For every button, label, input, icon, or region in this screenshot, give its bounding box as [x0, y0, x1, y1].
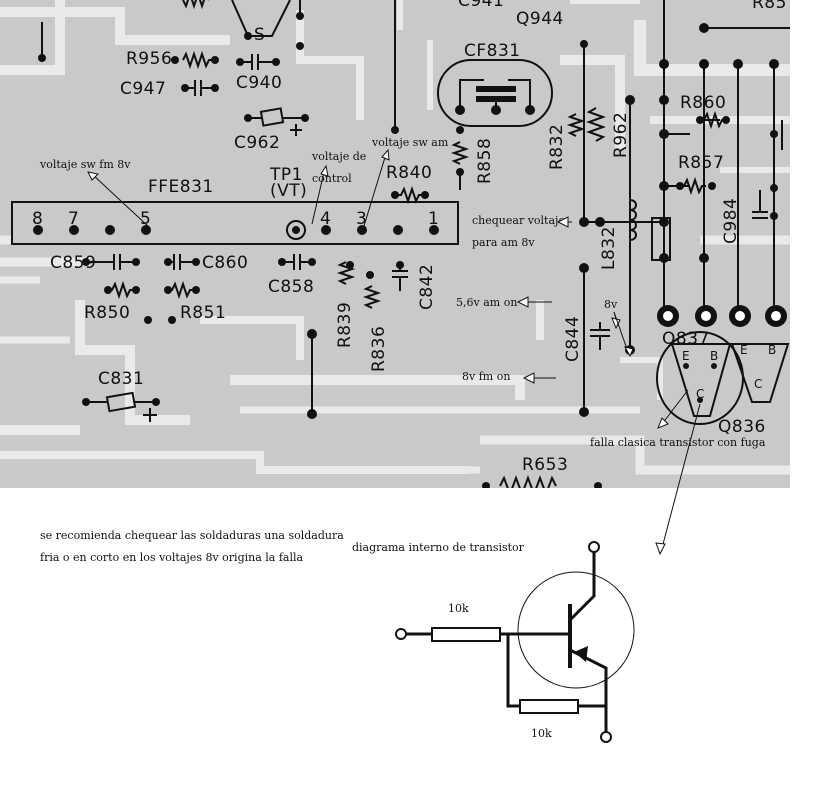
- label-c984: C984: [721, 198, 741, 244]
- label-q837: Q837: [662, 329, 710, 349]
- pin-8: 8: [32, 209, 43, 229]
- note-recomienda-1: se recomienda chequear las soldaduras un…: [40, 529, 344, 542]
- label-r832: R832: [547, 124, 567, 170]
- transistor-outlines: [656, 331, 790, 425]
- label-c859: C859: [50, 253, 96, 273]
- label-q944: Q944: [516, 9, 564, 29]
- label-r2: 10k: [531, 727, 552, 740]
- label-r858: R858: [475, 138, 495, 184]
- pointer-arrow: [655, 403, 701, 556]
- q836-e: E: [740, 343, 748, 357]
- note-fm-on: 8v fm on: [462, 370, 510, 383]
- label-s: S: [254, 25, 265, 45]
- label-r840: R840: [386, 163, 432, 183]
- pin-4: 4: [320, 209, 331, 229]
- label-c844: C844: [563, 316, 583, 362]
- note-control-1: voltaje de: [311, 150, 366, 163]
- label-r857: R857: [678, 153, 724, 173]
- label-r653: R653: [522, 455, 568, 475]
- label-r962: R962: [611, 112, 631, 158]
- q837-b: B: [710, 349, 718, 363]
- l832-coil: [629, 199, 671, 261]
- q836-b: B: [768, 343, 776, 357]
- input-terminal: [395, 628, 407, 640]
- label-r839: R839: [335, 302, 355, 348]
- note-recomienda-2: fria o en corto en los voltajes 8v origi…: [40, 551, 304, 564]
- label-c940: C940: [236, 73, 282, 93]
- transistor-pin-labels: E B C E B C: [682, 343, 776, 401]
- cf831-filter: [437, 59, 553, 127]
- label-c858: C858: [268, 277, 314, 297]
- ffe831-connector: [11, 201, 459, 245]
- pcb-traces: [0, 0, 790, 475]
- note-chequear-2: para am 8v: [472, 236, 535, 249]
- pin-7: 7: [68, 209, 79, 229]
- label-c962: C962: [234, 133, 280, 153]
- pin-5: 5: [140, 209, 151, 229]
- label-c947: C947: [120, 79, 166, 99]
- resistor-r2: [519, 699, 579, 714]
- label-ffe831: FFE831: [148, 177, 214, 197]
- label-tp1: TP1: [269, 165, 303, 185]
- label-r956: R956: [126, 49, 172, 69]
- note-falla: falla clasica transistor con fuga: [590, 436, 766, 449]
- label-r851: R851: [180, 303, 226, 323]
- collector-terminal: [588, 541, 600, 553]
- label-cf831: CF831: [464, 41, 521, 61]
- emitter-terminal: [600, 731, 612, 743]
- label-l832: L832: [599, 226, 619, 270]
- pcb-board: C941 Q944 R85 CF831 R956 C947 C940 C962 …: [0, 0, 790, 488]
- note-8v: 8v: [604, 298, 618, 311]
- note-sw-am: voltaje sw am: [371, 136, 449, 149]
- resistor-symbols: [108, 0, 726, 488]
- component-labels: C941 Q944 R85 CF831 R956 C947 C940 C962 …: [50, 0, 787, 475]
- s-component: [231, 0, 291, 37]
- label-r1: 10k: [448, 602, 469, 615]
- note-chequear-1: chequear voltaje: [472, 214, 565, 227]
- capacitor-symbols: [86, 54, 783, 350]
- board-annotations: voltaje sw fm 8v voltaje de control volt…: [39, 136, 766, 449]
- label-r860: R860: [680, 93, 726, 113]
- label-r850: R850: [84, 303, 130, 323]
- label-r836: R836: [369, 326, 389, 372]
- note-control-2: control: [312, 172, 352, 185]
- label-c842: C842: [417, 264, 437, 310]
- label-tp1-sub: (VT): [270, 181, 307, 201]
- label-c860: C860: [202, 253, 248, 273]
- q836-c: C: [754, 377, 762, 391]
- label-c831: C831: [98, 369, 144, 389]
- bottom-notes: se recomienda chequear las soldaduras un…: [40, 529, 525, 564]
- note-am-on: 5,6v am on: [456, 296, 517, 309]
- note-diagrama: diagrama interno de transistor: [352, 541, 525, 554]
- electrolytic-caps: [86, 107, 305, 422]
- q837-e: E: [682, 349, 690, 363]
- annotation-arrows: [87, 148, 689, 429]
- q837-c: C: [696, 387, 704, 401]
- pin-1: 1: [428, 209, 439, 229]
- transistor-pins: [683, 363, 717, 403]
- note-sw-fm: voltaje sw fm 8v: [39, 158, 131, 171]
- label-q836: Q836: [718, 417, 766, 437]
- label-c941: C941: [458, 0, 504, 11]
- large-pads: [657, 305, 787, 327]
- transistor-internal-diagram: 10k 10k: [395, 541, 635, 743]
- pin-3: 3: [356, 209, 367, 229]
- resistor-r1: [431, 627, 501, 642]
- connector-pin-labels: 8 7 5 4 3 1: [32, 209, 439, 229]
- label-r85: R85: [752, 0, 787, 13]
